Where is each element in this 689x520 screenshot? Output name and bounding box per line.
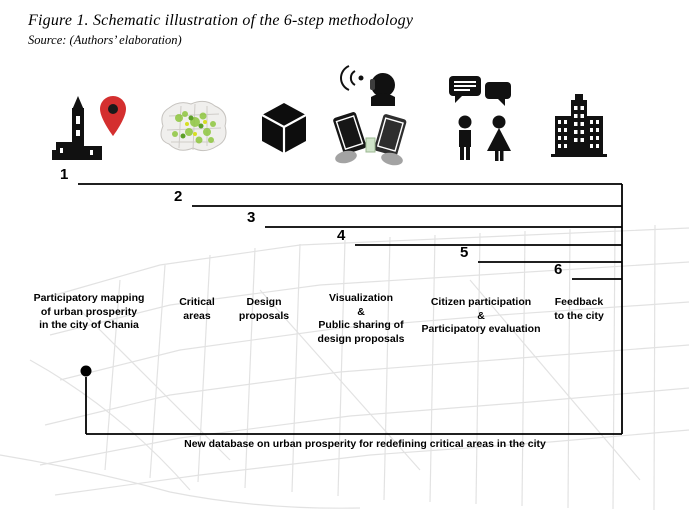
step-label-5: Citizen participation & Participatory ev… [421, 296, 541, 336]
step-number-3: 3 [247, 209, 256, 226]
step-number-2: 2 [174, 188, 183, 205]
step-label-3: Design proposals [238, 296, 290, 322]
figure-source: Source: (Authors’ elaboration) [28, 33, 182, 47]
step-label-6: Feedback to the city [554, 296, 604, 322]
step-label-2: Critical areas [179, 296, 215, 322]
figure-caption: Figure 1. Schematic illustration of the … [28, 12, 413, 48]
loop-start-dot [80, 365, 92, 377]
critical-areas-map-icon [160, 100, 227, 152]
step-number-6: 6 [554, 261, 563, 278]
figure-title: Figure 1. Schematic illustration of the … [28, 12, 414, 29]
step-number-5: 5 [460, 244, 469, 261]
feedback-loop-label: New database on urban prosperity for red… [184, 438, 546, 450]
step-number-4: 4 [337, 227, 346, 244]
city-building-icon [551, 94, 607, 157]
step-label-1: Participatory mapping of urban prosperit… [33, 292, 145, 332]
public-sharing-devices-icon [333, 65, 407, 166]
design-cube-icon [261, 103, 307, 153]
landmark-map-pin-icon [52, 96, 126, 160]
step-label-4: Visualization & Public sharing of design… [317, 292, 405, 345]
map-background [0, 224, 689, 510]
step-number-1: 1 [60, 166, 69, 183]
citizen-discussion-icon [449, 76, 511, 161]
